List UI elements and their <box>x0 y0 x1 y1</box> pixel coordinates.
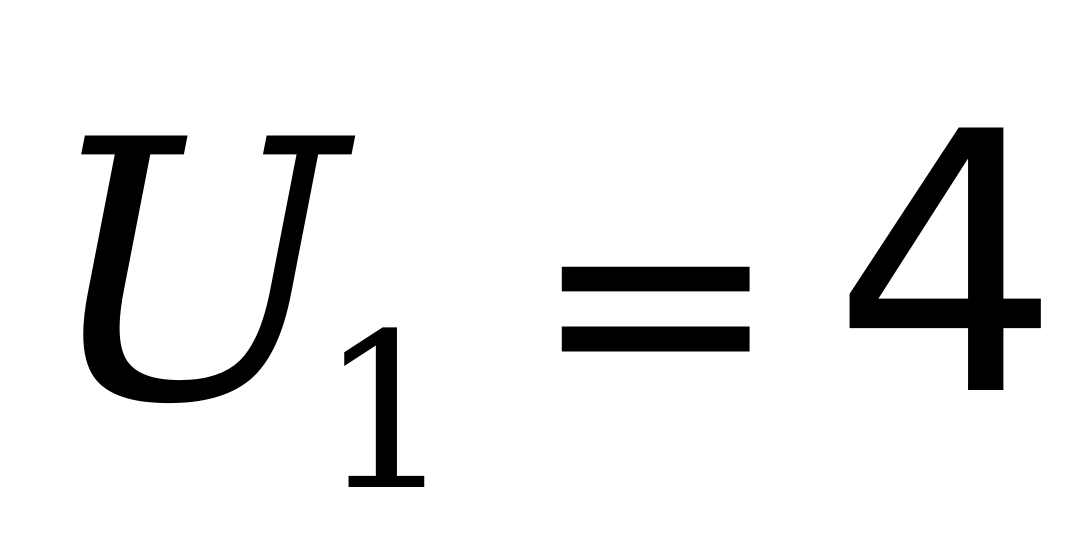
formula-value: 4 <box>832 56 1062 475</box>
formula-subscript: 1 <box>318 287 455 538</box>
formula-equals-sign: = <box>530 125 782 474</box>
formula-variable: U <box>42 64 346 483</box>
